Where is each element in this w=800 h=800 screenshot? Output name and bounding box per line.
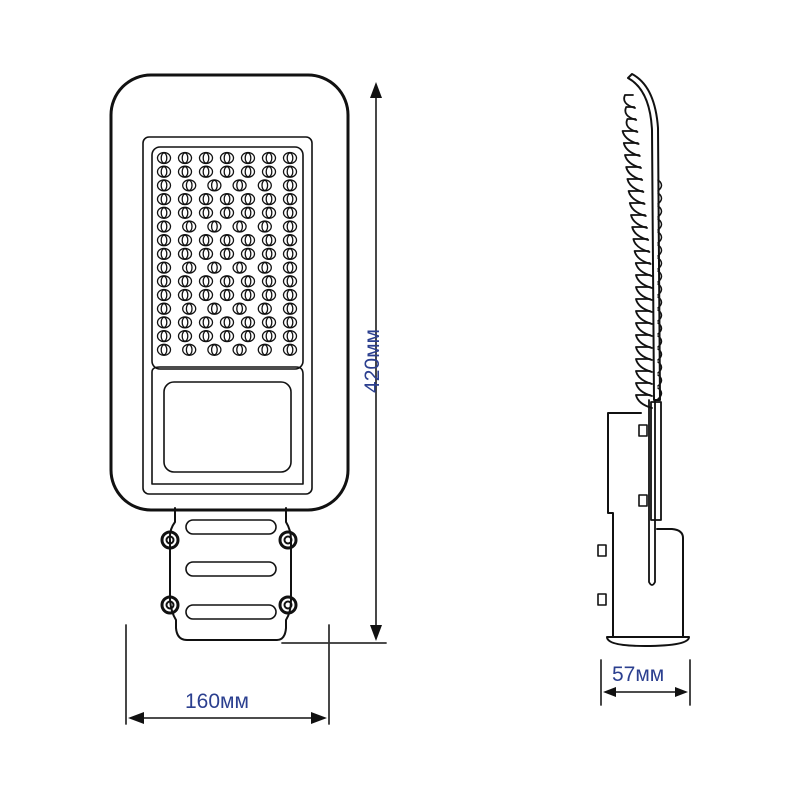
arrowheads (128, 82, 688, 724)
side-tab-2 (638, 494, 648, 507)
led-grid (156, 151, 298, 356)
width-label: 160мм (185, 690, 249, 713)
led-bumps (657, 179, 663, 400)
side-tab-3 (597, 544, 607, 557)
side-plate (650, 401, 662, 521)
depth-dimension-line (600, 659, 691, 706)
heatsink-fins (621, 94, 653, 409)
side-view (597, 73, 690, 647)
height-label: 420мм (361, 329, 384, 393)
bracket-slot-2 (185, 561, 277, 577)
led-panel-frame (142, 136, 313, 495)
side-arm (648, 399, 656, 586)
mount-bracket (168, 507, 292, 641)
side-mount-base (606, 636, 690, 647)
bracket-bolts (160, 530, 298, 615)
bracket-slot-1 (185, 519, 277, 535)
bracket-slot-3 (185, 604, 277, 620)
driver-window (163, 381, 292, 473)
lamp-housing (109, 73, 350, 512)
side-heatsink-spine (627, 73, 661, 401)
height-dimension-line (281, 89, 387, 644)
led-panel (151, 146, 304, 370)
side-tab-1 (638, 424, 648, 437)
side-tab-4 (597, 593, 607, 606)
depth-label: 57мм (612, 663, 665, 686)
driver-cover (151, 366, 304, 485)
width-dimension-line (125, 624, 330, 725)
side-mount-body (607, 412, 684, 638)
